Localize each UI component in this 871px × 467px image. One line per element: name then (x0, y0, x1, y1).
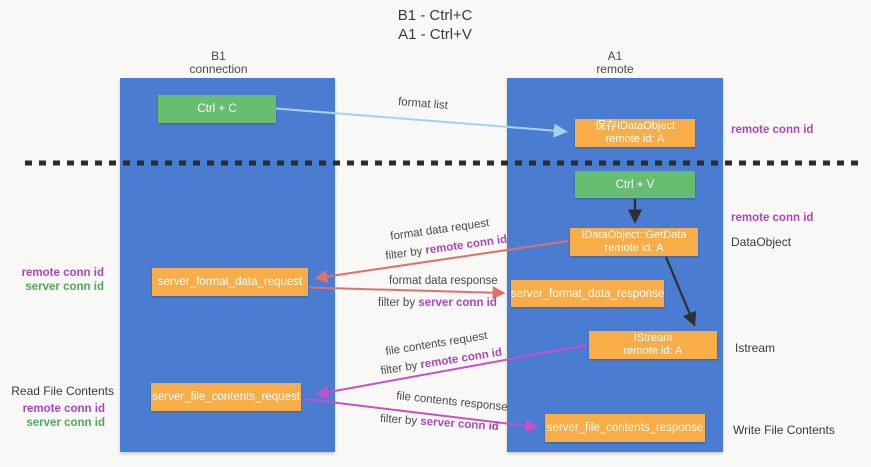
ctrl-c-label: Ctrl + C (197, 103, 237, 115)
diagram-title: B1 - Ctrl+C A1 - Ctrl+V (335, 6, 535, 44)
server-file-contents-request-label: server_file_contents_request (152, 391, 300, 403)
filter-prefix: filter by (378, 297, 419, 309)
bottom-left-remote-conn-id: remote conn id (22, 403, 105, 415)
format-list-label: format list (397, 96, 449, 112)
filter-prefix: filter by (379, 359, 422, 378)
istream-box: IStream remote id: A (589, 331, 717, 359)
getdata-line1: IDataObject::GetData (581, 229, 687, 241)
filter-prefix: filter by (384, 244, 427, 263)
istream-line1: IStream (633, 332, 673, 344)
save-dataobject-box: 保存IDataObject remote id: A (575, 119, 695, 147)
remote-conn-id-key: remote conn id (424, 233, 508, 257)
file-contents-response-filter-label: filter by server conn id (380, 413, 499, 433)
ctrl-v-action-box: Ctrl + V (575, 171, 695, 198)
file-contents-response-label: file contents response (395, 390, 509, 414)
getdata-line2: remote id: A (604, 242, 664, 254)
lifeline-a1-name: A1 (607, 49, 623, 63)
format-data-response-filter-label: filter by server conn id (378, 297, 497, 309)
mid-left-remote-conn-id: remote conn id (21, 267, 104, 279)
lifeline-b1-role: connection (189, 62, 248, 76)
ctrl-v-label: Ctrl + V (615, 178, 655, 191)
mid-right-remote-conn-id: remote conn id (731, 212, 814, 224)
mid-left-server-conn-id: server conn id (25, 281, 104, 293)
title-line-2: A1 - Ctrl+V (398, 26, 472, 43)
write-file-contents-annotation: Write File Contents (733, 423, 835, 437)
server-format-data-request-box: server_format_data_request (152, 268, 308, 296)
read-file-contents-annotation: Read File Contents (11, 384, 114, 398)
bottom-left-server-conn-id: server conn id (26, 417, 105, 429)
server-file-contents-response-label: server_file_contents_response (546, 422, 704, 434)
server-conn-id-key: server conn id (419, 415, 500, 434)
server-format-data-response-box: server_format_data_response (511, 280, 664, 307)
mid-left-conn-id-stack: remote conn id server conn id (0, 266, 104, 294)
title-line-1: B1 - Ctrl+C (397, 7, 473, 24)
filter-prefix: filter by (379, 412, 421, 428)
server-file-contents-request-box: server_file_contents_request (151, 383, 301, 411)
dataobject-annotation: DataObject (731, 235, 792, 249)
save-dataobject-line1: 保存IDataObject (594, 120, 676, 132)
bottom-left-stack: Read File Contents remote conn id server… (0, 384, 114, 430)
lifeline-a1-role: remote (596, 62, 634, 76)
server-format-data-request-label: server_format_data_request (157, 276, 303, 288)
idataobject-getdata-box: IDataObject::GetData remote id: A (570, 228, 698, 256)
lifeline-b1-name: B1 (211, 49, 226, 63)
server-format-data-response-label: server_format_data_response (510, 287, 665, 300)
server-conn-id-key: server conn id (418, 297, 497, 309)
format-data-response-label: format data response (389, 275, 498, 287)
save-dataobject-line2: remote id: A (605, 133, 665, 145)
lifeline-header-b1: B1 connection (111, 50, 326, 76)
server-file-contents-response-box: server_file_contents_response (545, 414, 705, 442)
top-right-remote-conn-id: remote conn id (731, 124, 814, 136)
format-data-response-arrow (308, 286, 506, 300)
ctrl-c-action-box: Ctrl + C (158, 95, 276, 123)
istream-line2: remote id: A (623, 345, 683, 357)
lifeline-header-a1: A1 remote (507, 50, 723, 76)
istream-annotation: Istream (735, 341, 776, 355)
